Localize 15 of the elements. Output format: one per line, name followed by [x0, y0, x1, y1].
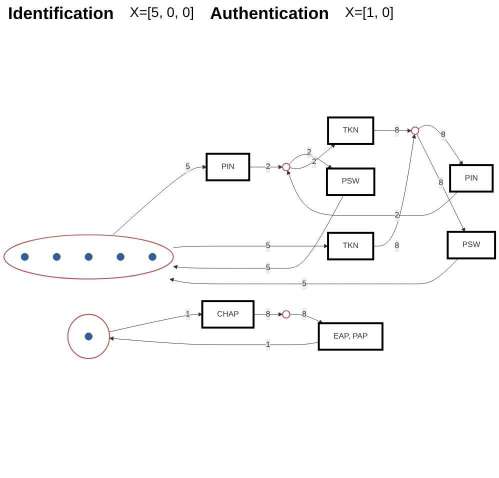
node-circle — [282, 310, 290, 319]
marking-vector: X=[1, 0] — [345, 4, 394, 22]
section-heading: Authentication — [210, 4, 329, 24]
node-circle — [20, 252, 29, 261]
node-circle — [116, 252, 124, 261]
node-circle — [282, 162, 290, 172]
node-circle — [410, 126, 420, 135]
node-circle — [52, 252, 61, 261]
cluster — [3, 234, 174, 280]
marking-vector: X=[5, 0, 0] — [130, 4, 194, 22]
node-circle — [84, 332, 93, 340]
section-heading: Identification — [8, 4, 114, 24]
node-circle — [148, 252, 156, 261]
node-circle — [84, 252, 93, 261]
cluster — [67, 314, 110, 360]
